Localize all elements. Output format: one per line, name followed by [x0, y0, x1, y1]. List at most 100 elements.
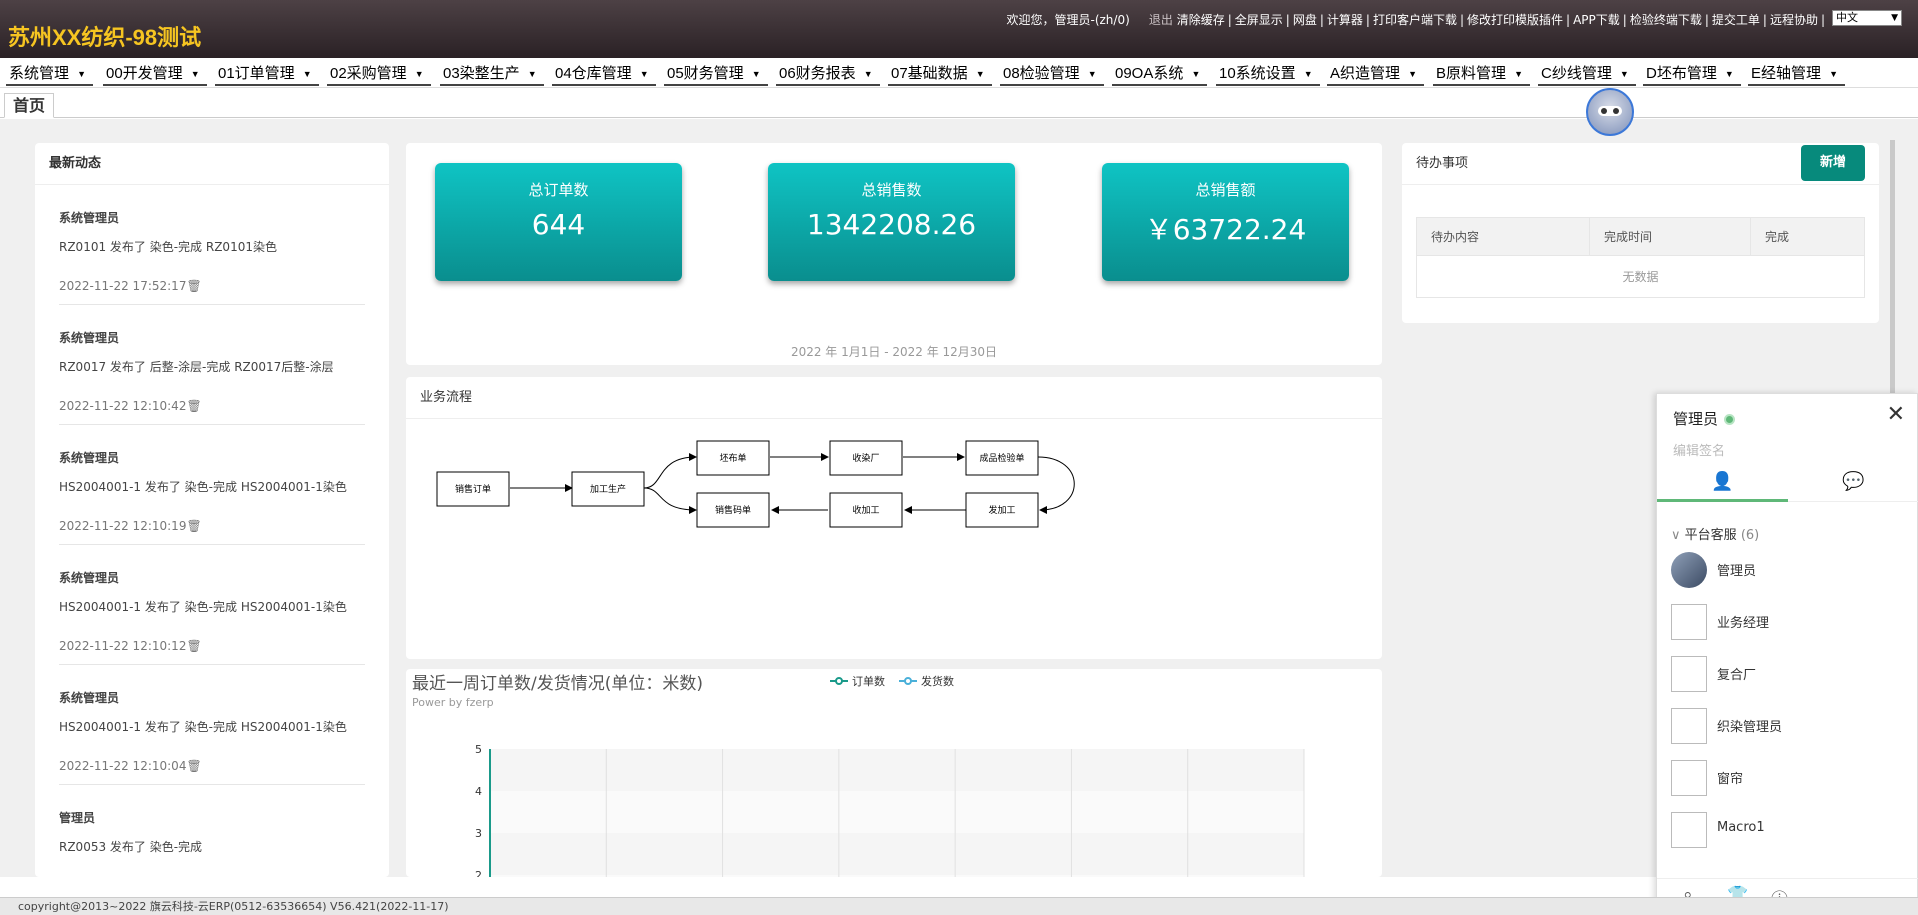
- contact-item[interactable]: Macro1: [1671, 812, 1905, 850]
- menu-system[interactable]: 系统管理: [6, 62, 94, 86]
- news-user: 系统管理员: [59, 211, 120, 225]
- search-icon[interactable]: ⌕: [1683, 885, 1693, 905]
- submit-ticket-link[interactable]: 提交工单: [1711, 13, 1760, 27]
- trash-icon[interactable]: 🗑: [186, 759, 202, 773]
- flow-node-order: 销售订单: [455, 483, 491, 495]
- flow-node-dispatch: 发加工: [988, 504, 1015, 516]
- flow-node-box: [571, 471, 645, 507]
- trash-icon[interactable]: 🗑: [186, 519, 202, 533]
- stat-total-sales[interactable]: 总销售数 1342208.26: [768, 163, 1015, 281]
- trash-icon[interactable]: 🗑: [186, 639, 202, 653]
- empty-row: 无数据: [1416, 255, 1865, 298]
- chart-y-tick-label: 5: [475, 743, 482, 756]
- contact-item[interactable]: 业务经理: [1671, 604, 1905, 642]
- flow-node-process: 加工生产: [590, 483, 626, 495]
- add-todo-button[interactable]: 新增: [1801, 145, 1865, 181]
- news-panel: 最新动态 系统管理员 RZ0101 发布了 染色-完成 RZ0101染色 202…: [35, 143, 389, 877]
- list-item: 系统管理员 HS2004001-1 发布了 染色-完成 HS2004001-1染…: [59, 545, 365, 665]
- app-title: 苏州XX纺织-98测试: [8, 25, 202, 50]
- flow-node-box: [436, 471, 510, 507]
- menu-warehouse[interactable]: 04仓库管理: [552, 62, 656, 86]
- contact-group[interactable]: ∨ 平台客服 (6): [1671, 528, 1760, 543]
- news-user: 系统管理员: [59, 571, 120, 585]
- news-date: 2022-11-22 12:10:04🗑: [59, 759, 202, 773]
- list-item: 系统管理员 RZ0017 发布了 后整-涂层-完成 RZ0017后整-涂层 20…: [59, 305, 365, 425]
- top-header: 苏州XX纺织-98测试 欢迎您，管理员-(zh/0) 退出 清除缓存|全屏显示|…: [0, 0, 1918, 58]
- menu-oa[interactable]: 09OA系统: [1112, 62, 1208, 86]
- print-template-link[interactable]: 修改打印模版插件: [1467, 13, 1564, 27]
- avatar: [1671, 656, 1707, 692]
- news-date: 2022-11-22 12:10:19🗑: [59, 519, 202, 533]
- menu-purchase[interactable]: 02采购管理: [327, 62, 431, 86]
- calculator-link[interactable]: 计算器: [1326, 13, 1363, 27]
- chart-legend[interactable]: 订单数 发货数: [830, 674, 954, 688]
- news-user: 管理员: [59, 811, 96, 825]
- contacts-tab-icon[interactable]: 👤: [1657, 464, 1788, 502]
- workflow-diagram: 销售订单 加工生产 坯布单 收染厂 成品检验单 销售码单 收加工 发加工: [436, 440, 1075, 528]
- flow-node-box: [696, 492, 770, 528]
- news-user: 系统管理员: [59, 331, 120, 345]
- close-icon[interactable]: ✕: [1886, 402, 1905, 427]
- netdisk-link[interactable]: 网盘: [1292, 13, 1317, 27]
- news-date: 2022-11-22 12:10:42🗑: [59, 399, 202, 413]
- avatar: [1671, 552, 1707, 588]
- col-finish-time[interactable]: 完成时间: [1589, 217, 1751, 256]
- news-text: HS2004001-1 发布了 染色-完成 HS2004001-1染色: [59, 720, 347, 734]
- menu-dev[interactable]: 00开发管理: [103, 62, 207, 86]
- menu-yarn[interactable]: C纱线管理: [1538, 62, 1636, 86]
- news-text: RZ0101 发布了 染色-完成 RZ0101染色: [59, 240, 277, 254]
- app-download-link[interactable]: APP下载: [1573, 13, 1620, 27]
- robot-assistant-icon[interactable]: [1586, 88, 1634, 136]
- stat-total-orders[interactable]: 总订单数 644: [435, 163, 682, 281]
- tab-home[interactable]: 首页: [4, 93, 55, 118]
- flow-node-box: [965, 440, 1039, 476]
- menu-beam[interactable]: E经轴管理: [1748, 62, 1846, 86]
- menu-finance[interactable]: 05财务管理: [664, 62, 768, 86]
- contact-item[interactable]: 复合厂: [1671, 656, 1905, 694]
- remote-help-link[interactable]: 远程协助: [1769, 13, 1818, 27]
- menu-basic-data[interactable]: 07基础数据: [888, 62, 992, 86]
- workflow-panel: 业务流程: [406, 377, 1382, 659]
- todo-panel: 待办事项 新增 待办内容 完成时间 完成 无数据: [1402, 143, 1879, 323]
- contact-item[interactable]: 窗帘: [1671, 760, 1905, 798]
- chart-y-tick-label: 2: [475, 869, 482, 877]
- stat-label: 总销售额: [1195, 181, 1256, 199]
- news-text: RZ0017 发布了 后整-涂层-完成 RZ0017后整-涂层: [59, 360, 334, 374]
- avatar: [1671, 708, 1707, 744]
- logout-link[interactable]: 退出: [1148, 13, 1173, 27]
- menu-dyeing[interactable]: 03染整生产: [440, 62, 544, 86]
- stat-value: ￥63722.24: [1144, 213, 1307, 246]
- online-status-icon: [1724, 414, 1736, 425]
- menu-material[interactable]: B原料管理: [1433, 62, 1531, 86]
- stat-total-amount[interactable]: 总销售额 ￥63722.24: [1102, 163, 1349, 281]
- news-date: 2022-11-22 12:10:12🗑: [59, 639, 202, 653]
- clear-cache-link[interactable]: 清除缓存: [1176, 13, 1225, 27]
- language-select[interactable]: 中文: [1832, 10, 1902, 26]
- chart-title: 最近一周订单数/发货情况(单位：米数): [412, 674, 703, 694]
- dashboard: 最新动态 系统管理员 RZ0101 发布了 染色-完成 RZ0101染色 202…: [0, 119, 1918, 877]
- signature-field[interactable]: 编辑签名: [1673, 444, 1726, 459]
- menu-inspection[interactable]: 08检验管理: [1000, 62, 1104, 86]
- col-done[interactable]: 完成: [1750, 217, 1865, 256]
- fullscreen-link[interactable]: 全屏显示: [1234, 13, 1283, 27]
- inspection-download-link[interactable]: 检验终端下载: [1629, 13, 1702, 27]
- col-content[interactable]: 待办内容: [1416, 217, 1590, 256]
- contact-item[interactable]: 管理员: [1671, 552, 1905, 590]
- print-client-link[interactable]: 打印客户端下载: [1372, 13, 1457, 27]
- trash-icon[interactable]: 🗑: [186, 399, 202, 413]
- menu-settings[interactable]: 10系统设置: [1216, 62, 1320, 86]
- avatar: [1671, 604, 1707, 640]
- weekly-chart: 最近一周订单数/发货情况(单位：米数) Power by fzerp 订单数 发…: [412, 674, 1305, 877]
- trash-icon[interactable]: 🗑: [186, 279, 202, 293]
- legend-shipments-label: 发货数: [921, 674, 954, 688]
- messages-tab-icon[interactable]: 💬: [1842, 471, 1865, 492]
- menu-greige[interactable]: D坯布管理: [1643, 62, 1741, 86]
- contact-item[interactable]: 织染管理员: [1671, 708, 1905, 746]
- menu-weaving[interactable]: A织造管理: [1327, 62, 1425, 86]
- news-text: HS2004001-1 发布了 染色-完成 HS2004001-1染色: [59, 480, 347, 494]
- flow-edge: [643, 453, 697, 489]
- menu-orders[interactable]: 01订单管理: [215, 62, 319, 86]
- legend-orders-marker: [835, 677, 843, 685]
- menu-finance-report[interactable]: 06财务报表: [776, 62, 880, 86]
